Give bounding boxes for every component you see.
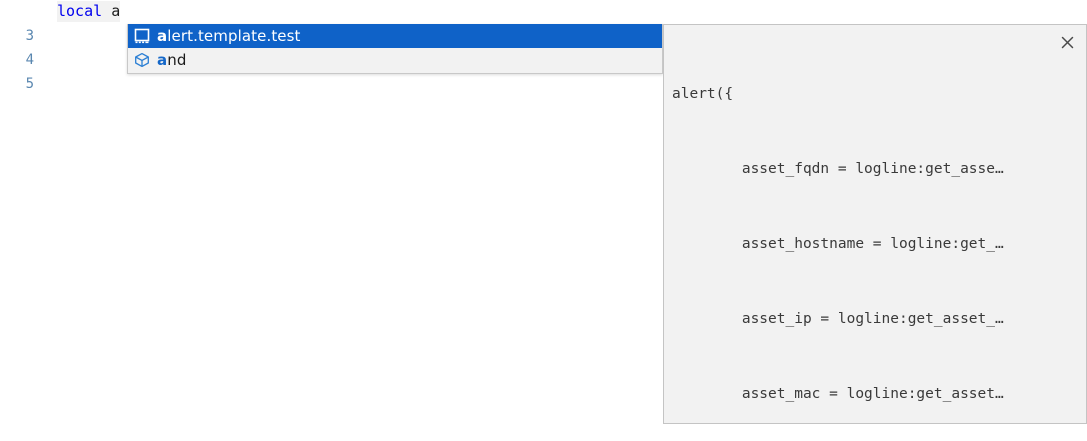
line-number-gutter: 3 (25, 28, 34, 44)
autocomplete-rest: lert.template.test (167, 27, 301, 45)
identifier-token: a (111, 2, 121, 20)
doc-line: asset_ip = logline:get_asset_… (672, 311, 1004, 327)
code-line[interactable]: 5 (0, 48, 1087, 92)
close-icon[interactable] (1058, 33, 1076, 51)
autocomplete-item-alert-template-test[interactable]: alert.template.test (128, 24, 662, 48)
doc-line: asset_fqdn = logline:get_asse… (672, 161, 1004, 177)
line-number-gutter: 5 (25, 76, 34, 92)
doc-line: asset_mac = logline:get_asset… (672, 386, 1004, 402)
documentation-content: alert({ asset_fqdn = logline:get_asse… a… (672, 32, 1078, 423)
doc-line: alert({ (672, 86, 734, 102)
autocomplete-item-and[interactable]: and (128, 48, 662, 72)
code-line[interactable]: 4 (0, 24, 1087, 68)
line-number-gutter: 4 (25, 52, 34, 68)
documentation-panel[interactable]: alert({ asset_fqdn = logline:get_asse… a… (663, 24, 1087, 424)
occurrence-highlight: local a (57, 1, 121, 22)
autocomplete-popup[interactable]: alert.template.test and (127, 24, 663, 74)
code-line[interactable]: 3 local a (0, 0, 1087, 44)
autocomplete-item-label: alert.template.test (157, 24, 301, 48)
module-cube-icon (133, 51, 151, 69)
snippet-square-icon (133, 27, 151, 45)
keyword-token: local (57, 2, 103, 20)
autocomplete-match-prefix: a (157, 51, 168, 69)
autocomplete-rest: nd (167, 51, 187, 69)
autocomplete-match-prefix: a (157, 27, 168, 45)
doc-line: asset_hostname = logline:get_… (672, 236, 1004, 252)
code-line-content: local a (57, 0, 121, 24)
whitespace-token (102, 2, 111, 20)
autocomplete-item-label: and (157, 48, 186, 72)
